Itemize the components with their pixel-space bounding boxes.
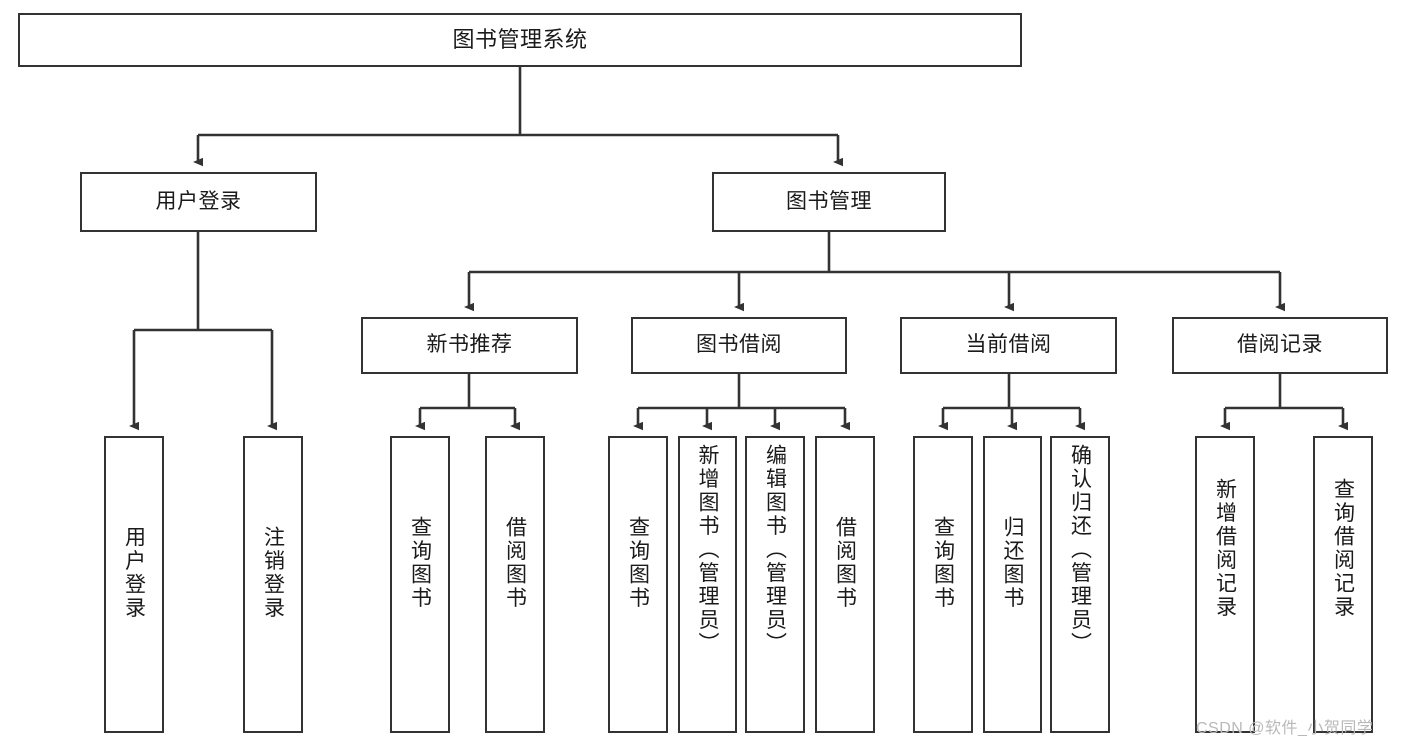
- leaf-borrow-book-2-label: 借阅图书: [833, 516, 857, 610]
- node-current-borrow[interactable]: 当前借阅: [900, 317, 1117, 374]
- leaf-borrow-book-2[interactable]: 借阅图书: [815, 436, 875, 733]
- node-user-login[interactable]: 用户登录: [80, 172, 317, 232]
- node-root-label: 图书管理系统: [452, 27, 588, 53]
- leaf-query-record[interactable]: 查询借阅记录: [1313, 436, 1373, 733]
- node-new-book-recommend-label: 新书推荐: [426, 333, 513, 357]
- leaf-add-book-label: 新增图书（管理员）: [696, 444, 719, 656]
- leaf-logout-login[interactable]: 注销登录: [243, 436, 303, 733]
- leaf-query-book-1-label: 查询图书: [408, 516, 432, 610]
- node-book-borrow[interactable]: 图书借阅: [631, 317, 847, 374]
- leaf-query-book-3-label: 查询图书: [931, 516, 955, 610]
- leaf-add-record-label: 新增借阅记录: [1213, 478, 1237, 619]
- node-book-manage[interactable]: 图书管理: [712, 172, 946, 232]
- leaf-query-book-2[interactable]: 查询图书: [608, 436, 668, 733]
- node-root[interactable]: 图书管理系统: [18, 13, 1022, 67]
- node-new-book-recommend[interactable]: 新书推荐: [361, 317, 578, 374]
- node-borrow-record-label: 借阅记录: [1237, 333, 1323, 357]
- leaf-confirm-return[interactable]: 确认归还（管理员）: [1050, 436, 1110, 733]
- leaf-borrow-book-1-label: 借阅图书: [503, 516, 527, 610]
- leaf-query-record-label: 查询借阅记录: [1331, 478, 1355, 619]
- leaf-add-book[interactable]: 新增图书（管理员）: [678, 436, 737, 733]
- leaf-query-book-3[interactable]: 查询图书: [913, 436, 973, 733]
- leaf-edit-book-label: 编辑图书（管理员）: [763, 444, 787, 656]
- node-book-borrow-label: 图书借阅: [696, 333, 782, 357]
- watermark: CSDN @软件_小贺同学: [1196, 720, 1374, 737]
- leaf-borrow-book-1[interactable]: 借阅图书: [485, 436, 545, 733]
- leaf-logout-login-label: 注销登录: [261, 526, 285, 620]
- leaf-user-login-label: 用户登录: [122, 526, 146, 620]
- node-borrow-record[interactable]: 借阅记录: [1172, 317, 1388, 374]
- leaf-edit-book[interactable]: 编辑图书（管理员）: [745, 436, 805, 733]
- node-book-manage-label: 图书管理: [786, 189, 872, 213]
- leaf-return-book[interactable]: 归还图书: [983, 436, 1042, 733]
- leaf-return-book-label: 归还图书: [1001, 516, 1024, 610]
- leaf-user-login[interactable]: 用户登录: [104, 436, 164, 733]
- node-current-borrow-label: 当前借阅: [965, 333, 1052, 357]
- leaf-confirm-return-label: 确认归还（管理员）: [1068, 444, 1092, 656]
- leaf-query-book-2-label: 查询图书: [626, 516, 650, 610]
- leaf-query-book-1[interactable]: 查询图书: [390, 436, 450, 733]
- node-user-login-label: 用户登录: [155, 189, 242, 213]
- leaf-add-record[interactable]: 新增借阅记录: [1195, 436, 1255, 733]
